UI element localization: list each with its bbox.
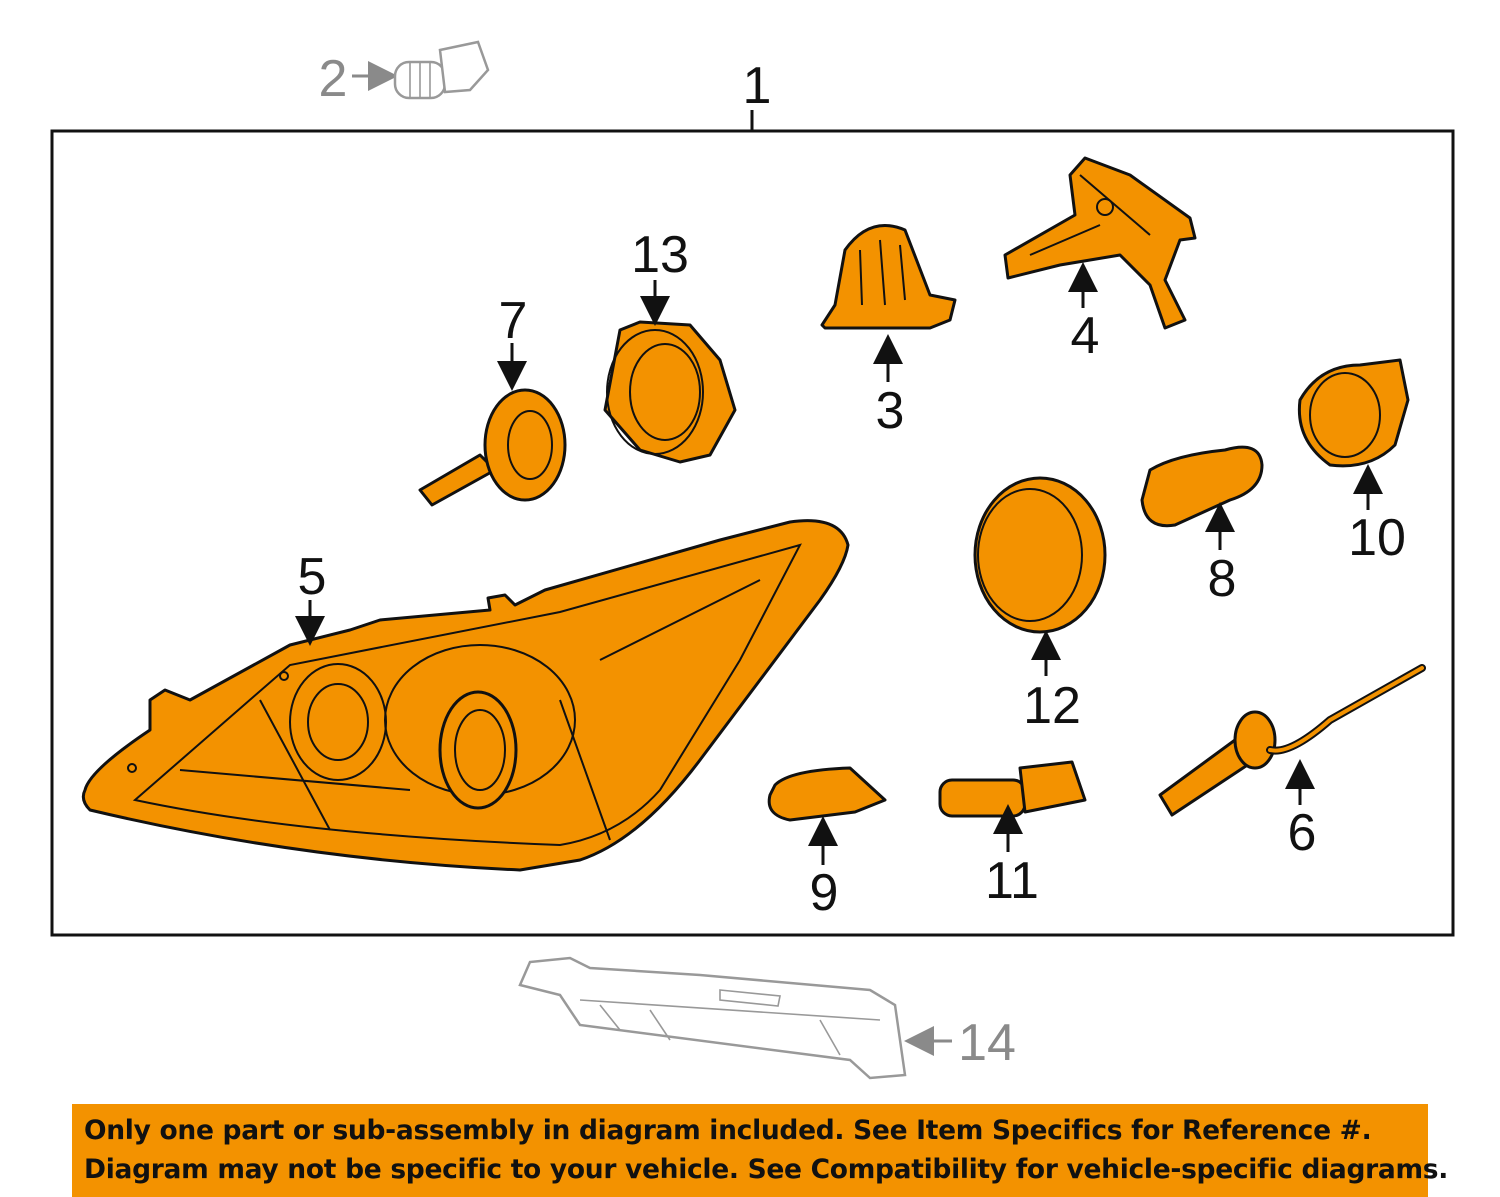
headlamp-housing-part <box>81 519 850 872</box>
callout-11: 11 <box>985 852 1039 910</box>
callout-7: 7 <box>499 292 528 350</box>
callout-10: 10 <box>1348 509 1406 567</box>
screw-part <box>393 40 490 100</box>
callout-4: 4 <box>1071 307 1100 365</box>
bulb-7-part <box>418 388 567 507</box>
bulb-9-part <box>767 766 887 822</box>
socket-13-part <box>603 320 737 464</box>
callout-9: 9 <box>810 864 839 922</box>
callout-1: 1 <box>743 57 772 115</box>
callout-5: 5 <box>298 548 327 606</box>
bulb-8-part <box>1140 445 1264 528</box>
bracket-4-part <box>1003 156 1197 330</box>
callout-8: 8 <box>1208 550 1237 608</box>
bulb-6-part <box>1158 664 1426 817</box>
notice-line-1: Only one part or sub-assembly in diagram… <box>84 1115 1372 1146</box>
bulb-11-part <box>938 760 1087 818</box>
callout-12: 12 <box>1023 677 1081 735</box>
callout-6: 6 <box>1288 804 1317 862</box>
callout-14: 14 <box>958 1014 1016 1072</box>
callout-2: 2 <box>319 50 348 108</box>
callout-13: 13 <box>631 226 689 284</box>
bracket-3-part <box>820 224 957 330</box>
notice-line-2: Diagram may not be specific to your vehi… <box>84 1154 1449 1185</box>
bracket-14-part <box>518 956 907 1080</box>
cap-12-part <box>973 476 1107 634</box>
notice-banner: Only one part or sub-assembly in diagram… <box>72 1104 1449 1197</box>
callout-3: 3 <box>876 382 905 440</box>
socket-10-part <box>1297 358 1410 468</box>
